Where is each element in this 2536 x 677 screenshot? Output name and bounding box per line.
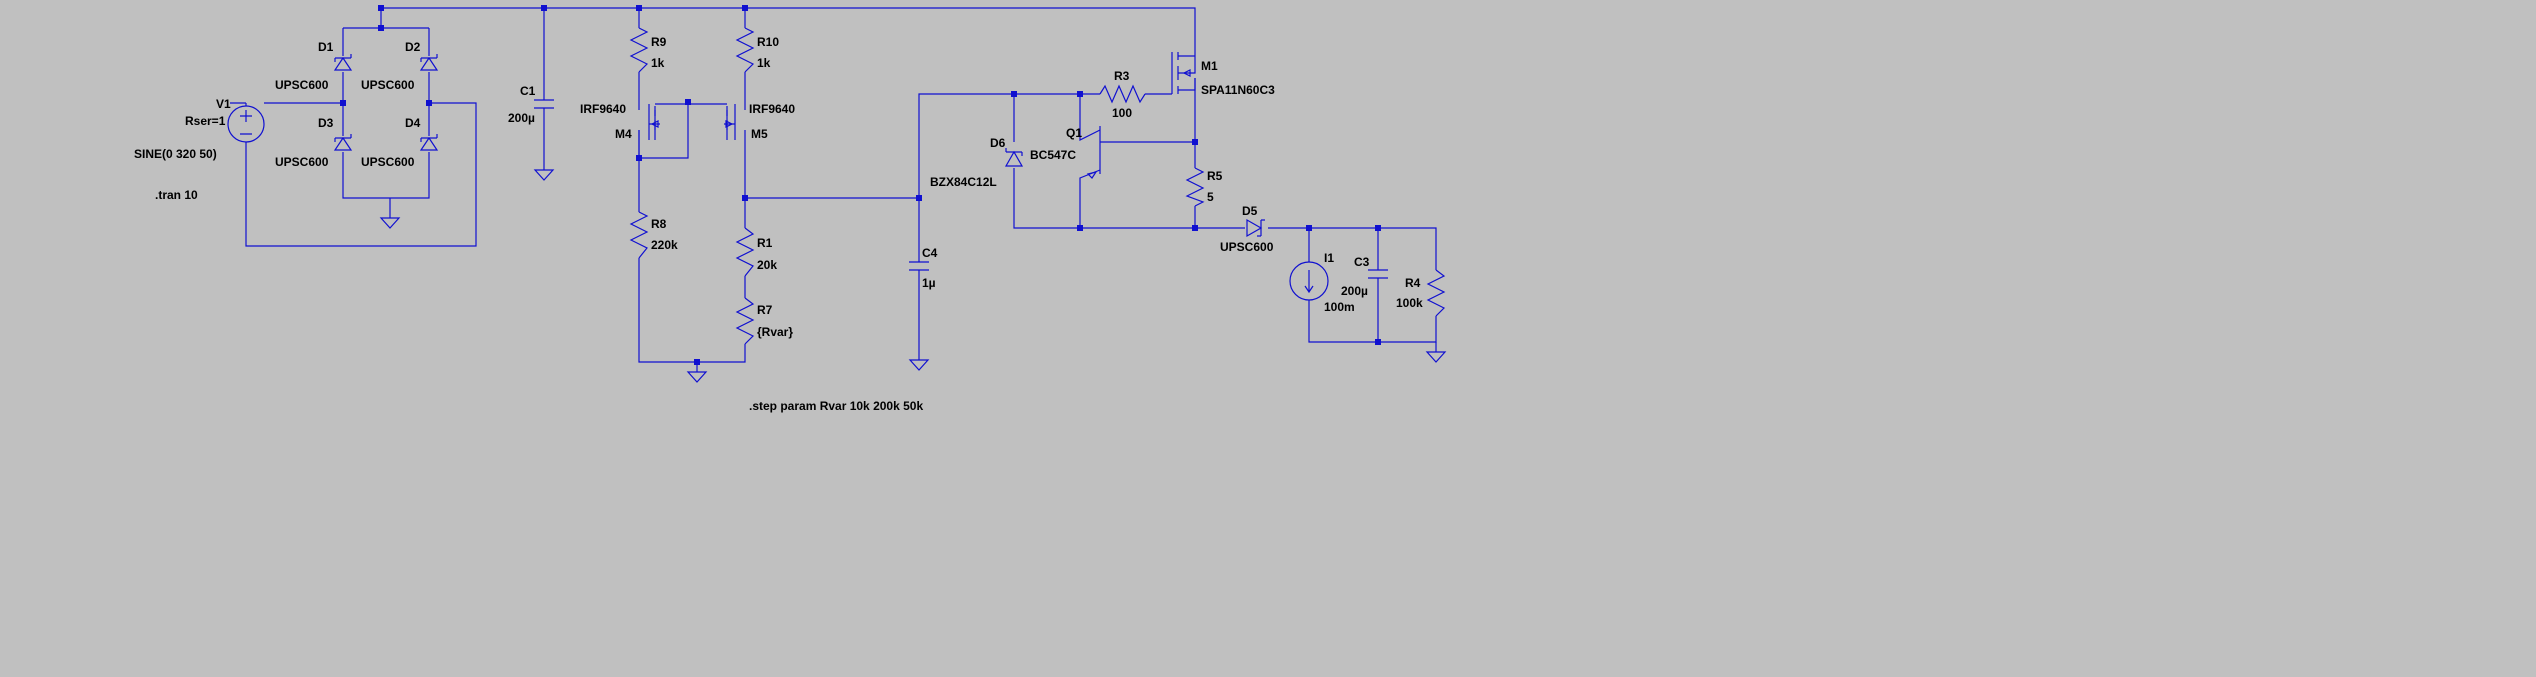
d5-diode[interactable] bbox=[1246, 218, 1265, 238]
junctions bbox=[340, 5, 1381, 365]
r10-value: 1k bbox=[757, 56, 771, 70]
d1-diode[interactable] bbox=[333, 54, 353, 71]
v1-rser: Rser=1 bbox=[185, 114, 226, 128]
c3-value: 200µ bbox=[1341, 284, 1368, 298]
r1-value: 20k bbox=[757, 258, 777, 272]
r4-value: 100k bbox=[1396, 296, 1423, 310]
d5-model: UPSC600 bbox=[1220, 240, 1274, 254]
spice-directives: .tran 10 .step param Rvar 10k 200k 50k bbox=[155, 188, 923, 413]
wires bbox=[230, 7, 1437, 372]
v1-value: SINE(0 320 50) bbox=[134, 147, 217, 161]
i1-value: 100m bbox=[1324, 300, 1355, 314]
c4-value: 1µ bbox=[922, 276, 936, 290]
ground-symbols bbox=[379, 169, 1447, 383]
m1-name: M1 bbox=[1201, 59, 1218, 73]
d3-model: UPSC600 bbox=[275, 155, 329, 169]
r4-name: R4 bbox=[1405, 276, 1421, 290]
c1-capacitor[interactable] bbox=[534, 99, 554, 109]
m5-pmos[interactable] bbox=[724, 104, 746, 140]
c1-value: 200µ bbox=[508, 111, 535, 125]
v1-voltage-source[interactable] bbox=[227, 103, 265, 143]
i1-current-source[interactable] bbox=[1289, 261, 1329, 301]
d4-name: D4 bbox=[405, 116, 421, 130]
r1-name: R1 bbox=[757, 236, 773, 250]
r3-resistor[interactable] bbox=[1099, 84, 1146, 104]
r8-name: R8 bbox=[651, 217, 667, 231]
d2-name: D2 bbox=[405, 40, 421, 54]
r5-name: R5 bbox=[1207, 169, 1223, 183]
d3-name: D3 bbox=[318, 116, 334, 130]
m5-model: IRF9640 bbox=[749, 102, 795, 116]
r4-resistor[interactable] bbox=[1426, 269, 1446, 317]
m4-model: IRF9640 bbox=[580, 102, 626, 116]
q1-npn-transistor[interactable] bbox=[1086, 126, 1101, 179]
r5-resistor[interactable] bbox=[1185, 167, 1205, 207]
d4-model: UPSC600 bbox=[361, 155, 415, 169]
d5-name: D5 bbox=[1242, 204, 1258, 218]
component-labels: V1 Rser=1 SINE(0 320 50) D1 UPSC600 D2 U… bbox=[134, 35, 1423, 339]
r9-resistor[interactable] bbox=[629, 27, 649, 73]
d4-diode[interactable] bbox=[419, 134, 439, 151]
d6-zener-diode[interactable] bbox=[1004, 148, 1024, 167]
i1-name: I1 bbox=[1324, 251, 1334, 265]
q1-name: Q1 bbox=[1066, 126, 1082, 140]
r1-resistor[interactable] bbox=[735, 227, 755, 277]
d1-name: D1 bbox=[318, 40, 334, 54]
tran-directive[interactable]: .tran 10 bbox=[155, 188, 198, 202]
m1-model: SPA11N60C3 bbox=[1201, 83, 1275, 97]
r7-name: R7 bbox=[757, 303, 773, 317]
r3-name: R3 bbox=[1114, 69, 1130, 83]
c1-name: C1 bbox=[520, 84, 536, 98]
m1-nmos[interactable] bbox=[1171, 52, 1196, 94]
r7-value: {Rvar} bbox=[757, 325, 793, 339]
r8-value: 220k bbox=[651, 238, 678, 252]
r5-value: 5 bbox=[1207, 190, 1214, 204]
r9-name: R9 bbox=[651, 35, 667, 49]
r3-value: 100 bbox=[1112, 106, 1132, 120]
m5-name: M5 bbox=[751, 127, 768, 141]
r10-resistor[interactable] bbox=[735, 27, 755, 73]
circuit-schematic: V1 Rser=1 SINE(0 320 50) D1 UPSC600 D2 U… bbox=[134, 5, 1447, 413]
c3-capacitor[interactable] bbox=[1368, 269, 1388, 279]
c4-capacitor[interactable] bbox=[909, 261, 929, 271]
r8-resistor[interactable] bbox=[629, 211, 649, 259]
d2-diode[interactable] bbox=[419, 54, 439, 71]
d1-model: UPSC600 bbox=[275, 78, 329, 92]
d6-name: D6 bbox=[990, 136, 1006, 150]
c3-name: C3 bbox=[1354, 255, 1370, 269]
d3-diode[interactable] bbox=[333, 134, 353, 151]
r7-resistor[interactable] bbox=[735, 297, 755, 345]
step-directive[interactable]: .step param Rvar 10k 200k 50k bbox=[749, 399, 923, 413]
r9-value: 1k bbox=[651, 56, 665, 70]
q1-model: BC547C bbox=[1030, 148, 1076, 162]
c4-name: C4 bbox=[922, 246, 938, 260]
d6-model: BZX84C12L bbox=[930, 175, 997, 189]
m4-name: M4 bbox=[615, 127, 632, 141]
r10-name: R10 bbox=[757, 35, 779, 49]
v1-name: V1 bbox=[216, 97, 231, 111]
d2-model: UPSC600 bbox=[361, 78, 415, 92]
m4-pmos[interactable] bbox=[638, 104, 660, 140]
